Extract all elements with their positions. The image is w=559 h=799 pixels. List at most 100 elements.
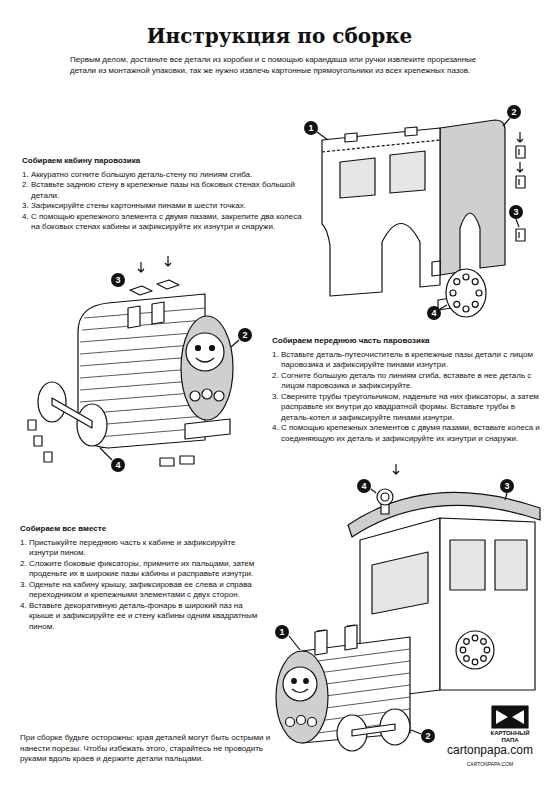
callout-number: 4 [115,460,120,470]
callout-number: 4 [431,308,436,318]
text-column: Собираем все вместе1. Пристыкуйте передн… [20,524,260,632]
cab-illustration-part [405,127,417,136]
engine-illustration-part [464,639,470,645]
cab-illustration-part [472,301,478,307]
cab-illustration-part [516,176,525,188]
cab-illustration-part [440,120,505,275]
engine-illustration-part [377,489,393,505]
engine-illustration-part [393,464,399,474]
step-text: 4. С помощью крепежных элементов с двумя… [272,423,544,444]
callout-circle: 3 [500,479,514,493]
boiler-illustration-part [202,389,212,399]
callout-circle: 4 [427,306,441,320]
cab-illustration-part [454,279,460,285]
boiler-illustration-part [152,302,164,324]
callout-circle: 4 [111,458,125,472]
engine-illustration-part [492,706,528,728]
engine-illustration-part [460,647,466,653]
engine-illustration-part [481,656,487,662]
intro-text: Первым делом, достаньте все детали из ко… [70,55,495,76]
boiler-illustration-part [190,391,200,401]
boiler-illustration-part [181,316,233,420]
callout-circle: 1 [275,625,289,639]
boiler-illustration [28,256,239,466]
engine-illustration-part [345,625,357,650]
engine-illustration-part [304,679,309,684]
boiler-illustration-part [130,286,152,295]
engine-illustration-part [495,540,527,590]
boiler-illustration-part [52,398,92,428]
cab-illustration-part [472,279,478,285]
engine-illustration [276,464,540,751]
logo-url: cartonpapa.com [436,744,544,757]
engine-illustration-part [496,710,524,724]
boiler-illustration-part [128,306,140,328]
safety-note: При сборке будьте осторожны: края детале… [20,733,272,765]
engine-illustration-part [472,635,478,641]
section-heading: Собираем кабину паровозика [22,156,312,167]
engine-illustration-part [440,518,535,690]
cab-illustration-part [446,269,486,317]
callout-number: 2 [242,330,247,340]
boiler-illustration-part [157,280,179,289]
engine-illustration-part [481,639,487,645]
engine-illustration-part [289,489,507,734]
page-title: Инструкция по сборке [0,24,559,48]
cab-illustration-part [463,274,469,280]
callout-circle: 2 [238,328,252,342]
cab-illustration-part [432,261,440,276]
engine-illustration-part [456,631,494,669]
cab-illustration-part [463,306,469,312]
callout-circle: 3 [111,273,125,287]
cab-illustration-part [476,290,482,296]
callout-number: 2 [511,107,516,117]
callout-circle: 2 [507,105,521,119]
text-column: Собираем переднюю часть паровозика1. Вст… [272,336,544,444]
logo-name: КАРТОННЫЙ ПАПА [484,730,536,743]
step-text: 4. С помощью крепежного элемента с двумя… [22,212,312,233]
cab-illustration-part [322,128,440,296]
callout-number: 1 [279,627,284,637]
engine-illustration-part [464,656,470,662]
engine-illustration-part [450,540,485,590]
boiler-illustration-part [185,419,230,439]
text-column: Собираем кабину паровозика1. Аккуратно с… [22,156,312,233]
boiler-illustration-part [210,346,215,351]
callout-number: 1 [308,123,313,133]
step-text: 1. Вставьте деталь-путеочиститель в креп… [272,350,544,371]
cab-illustration-part [450,290,456,296]
boiler-illustration-part [138,256,171,272]
engine-illustration-part [276,651,328,743]
boiler-illustration-part [100,340,239,460]
engine-illustration-part [472,659,478,665]
boiler-illustration-part [196,346,201,351]
callout-circle: 1 [304,121,318,135]
engine-illustration-part [308,718,317,727]
section-heading: Собираем все вместе [20,524,260,535]
cab-illustration-part [516,229,525,241]
engine-illustration-part [297,716,306,725]
step-text: 3. Зафиксируйте стены картонными пинами … [22,201,312,212]
step-text: 2. Сложите боковые фиксаторы, примните и… [20,559,260,580]
step-text: 2. Согните большую деталь по линиям сгиб… [272,371,544,392]
engine-illustration-part [381,493,389,501]
callout-number: 3 [115,275,120,285]
callout-number: 3 [504,481,509,491]
callout-circle: 4 [357,479,371,493]
boiler-illustration-part [214,391,224,401]
text-column: Первым делом, достаньте все детали из ко… [70,55,495,76]
cab-illustration-part [516,146,525,158]
cab-illustration [317,118,525,317]
engine-illustration-part [286,718,295,727]
boiler-illustration-part [160,456,194,466]
step-text: 3. Сверните трубы треугольником, наденьт… [272,392,544,424]
step-text: 3. Оденьте на кабину крышу, зафиксировав… [20,580,260,601]
cab-illustration-part [317,118,519,309]
engine-illustration-part [484,647,490,653]
engine-illustration-part [292,689,308,693]
cab-illustration-part [322,140,440,152]
boiler-illustration-part [196,358,214,362]
callout-number: 2 [425,731,430,741]
step-text: 2. Вставьте заднюю стену в крепежные паз… [22,180,312,201]
callout-number: 4 [361,481,366,491]
